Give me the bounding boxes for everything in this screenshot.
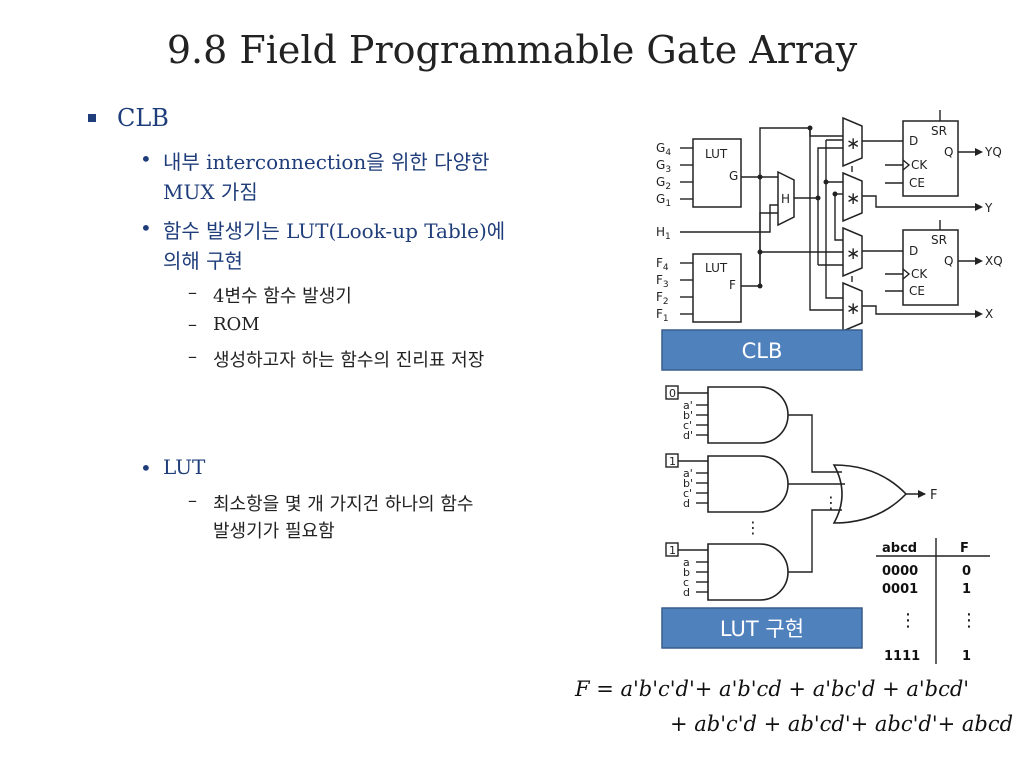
clb-input-f2: F2 bbox=[656, 290, 669, 307]
truth-table-row-input: 0001 bbox=[882, 582, 918, 597]
equation-line1: F = a'b'c'd'+ a'b'cd + a'bc'd + a'bcd' bbox=[575, 677, 970, 701]
lut-gate1-in-c: c' bbox=[683, 419, 692, 432]
ff1-sr: SR bbox=[931, 124, 947, 138]
sub-dash: – bbox=[188, 314, 197, 335]
clb-input-f4: F4 bbox=[656, 256, 669, 273]
bullet-lut-line1: 함수 발생기는 LUT(Look-up Table)에 bbox=[163, 219, 506, 243]
truth-table-row-output: 0 bbox=[962, 564, 971, 579]
clb-mux-3: ∗ bbox=[846, 244, 860, 264]
ff2-ce: CE bbox=[909, 284, 925, 298]
lut-gate2-const: 1 bbox=[669, 455, 676, 468]
sub-bullet-minterm-line2: 발생기가 필요함 bbox=[213, 521, 335, 542]
clb-output-x: X bbox=[985, 307, 993, 321]
clb-input-f1: F1 bbox=[656, 307, 669, 324]
bullet-dot: • bbox=[140, 147, 152, 171]
bullet-mux-line1: 내부 interconnection을 위한 다양한 bbox=[163, 150, 490, 174]
lut-caption-box bbox=[661, 607, 863, 649]
bullet-dot: • bbox=[140, 216, 152, 240]
truth-table-row-input: 0000 bbox=[882, 564, 918, 579]
slide-title: 9.8 Field Programmable Gate Array bbox=[166, 28, 858, 72]
clb-mux-4: ∗ bbox=[846, 299, 860, 319]
bullet-lut: LUT bbox=[163, 455, 206, 479]
lut-gate1-in-b: b' bbox=[683, 409, 693, 422]
truth-table-header-f: F bbox=[960, 541, 969, 556]
sub-bullet-rom: ROM bbox=[213, 314, 260, 335]
lut-gate2-in-b: b' bbox=[683, 477, 693, 490]
clb-lut-g-label: LUT bbox=[705, 147, 728, 161]
equation-line2: + ab'c'd + ab'cd'+ abc'd'+ abcd bbox=[670, 712, 1014, 736]
truth-table-row-output: 1 bbox=[962, 649, 971, 664]
clb-output-y: Y bbox=[984, 201, 993, 215]
lut-gate3-in-c: c bbox=[683, 576, 689, 589]
clb-input-f3: F3 bbox=[656, 273, 669, 290]
lut-gate3-in-a: a bbox=[683, 556, 690, 569]
sub-bullet-minterm-line1: 최소항을 몇 개 가지건 하나의 함수 bbox=[213, 494, 474, 515]
lut-gates-ellipsis: ⋮ bbox=[745, 518, 761, 537]
lut-gate2-in-d: d bbox=[683, 497, 690, 510]
sub-dash: – bbox=[188, 282, 197, 303]
clb-lut-f-output: F bbox=[729, 278, 736, 292]
truth-table-header-abcd: abcd bbox=[882, 541, 917, 556]
clb-caption-box bbox=[661, 329, 863, 371]
bullet-mux-line2: MUX 가짐 bbox=[163, 180, 258, 204]
bullet-dot: • bbox=[140, 456, 152, 480]
clb-h-box-label: H bbox=[781, 192, 790, 206]
lut-gate3-const: 1 bbox=[669, 544, 676, 557]
ff1-ce: CE bbox=[909, 176, 925, 190]
sub-dash: – bbox=[188, 346, 197, 367]
ff2-q: Q bbox=[944, 254, 953, 268]
bullet-marker bbox=[88, 114, 96, 122]
clb-input-h1: H1 bbox=[656, 225, 671, 242]
clb-output-xq: XQ bbox=[985, 254, 1003, 268]
sub-dash: – bbox=[188, 490, 197, 511]
lut-gate2-in-a: a' bbox=[683, 467, 693, 480]
lut-gate1-in-d: d' bbox=[683, 429, 693, 442]
bullet-clb: CLB bbox=[117, 104, 169, 132]
clb-mux-1: ∗ bbox=[846, 134, 860, 154]
lut-gate1-const: 0 bbox=[669, 387, 676, 400]
clb-input-g4: G4 bbox=[656, 141, 671, 158]
clb-mux-2: ∗ bbox=[846, 189, 860, 209]
clb-input-g2: G2 bbox=[656, 175, 671, 192]
lut-gate2-in-c: c' bbox=[683, 487, 692, 500]
clb-output-yq: YQ bbox=[984, 145, 1002, 159]
clb-lut-g-output: G bbox=[729, 169, 738, 183]
ff1-ck: CK bbox=[911, 158, 928, 172]
truth-table-row-input: 1111 bbox=[884, 649, 920, 664]
truth-table-ellipsis: ⋮ bbox=[960, 610, 978, 631]
truth-table-row-output: 1 bbox=[962, 582, 971, 597]
clb-input-g1: G1 bbox=[656, 192, 671, 209]
clb-input-g3: G3 bbox=[656, 158, 671, 175]
ff2-d: D bbox=[909, 244, 918, 258]
truth-table-ellipsis: ⋮ bbox=[899, 610, 917, 631]
sub-bullet-truth-table: 생성하고자 하는 함수의 진리표 저장 bbox=[213, 350, 485, 371]
ff2-sr: SR bbox=[931, 233, 947, 247]
ff1-d: D bbox=[909, 134, 918, 148]
lut-output-f: F bbox=[930, 488, 937, 503]
ff1-q: Q bbox=[944, 145, 953, 159]
clb-caption: CLB bbox=[742, 339, 783, 363]
lut-caption: LUT 구현 bbox=[720, 617, 804, 641]
lut-gate1-in-a: a' bbox=[683, 399, 693, 412]
sub-bullet-4var: 4변수 함수 발생기 bbox=[213, 286, 352, 307]
lut-gate3-in-b: b bbox=[683, 566, 690, 579]
ff2-ck: CK bbox=[911, 267, 928, 281]
lut-gate3-in-d: d bbox=[683, 586, 690, 599]
bullet-lut-line2: 의해 구현 bbox=[163, 249, 243, 273]
clb-lut-f-label: LUT bbox=[705, 261, 728, 275]
lut-or-inputs-ellipsis: ⋮ bbox=[823, 493, 839, 512]
